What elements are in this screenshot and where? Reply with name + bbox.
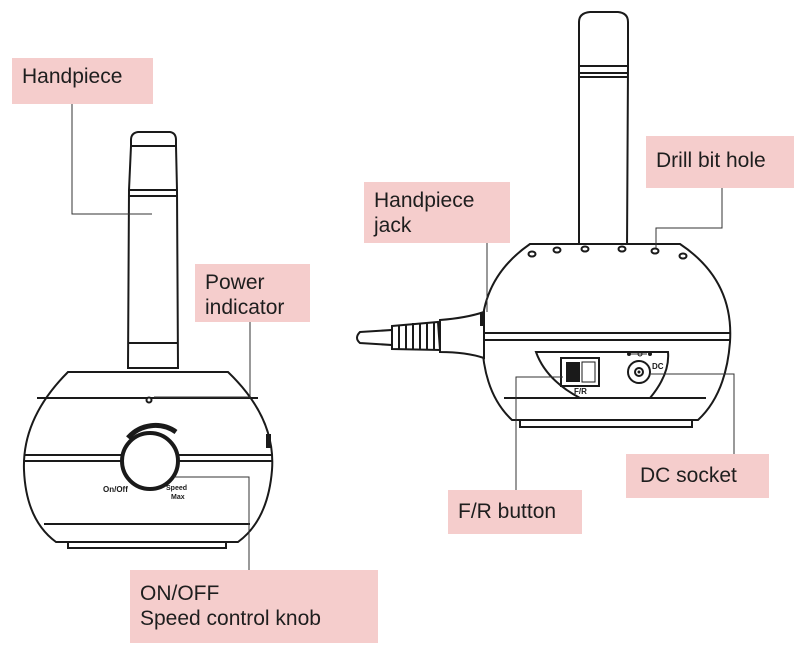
fr-marking: F/R [574,387,587,396]
front-view-device: On/Off Speed Max [22,131,274,549]
dc-marking: DC [652,362,664,371]
speed-control-knob[interactable] [120,423,180,491]
drill-bit-holes [527,245,688,260]
label-fr-button: F/R button [448,490,582,534]
label-power-indicator: Power indicator [195,264,310,322]
power-indicator-led [145,396,153,404]
label-drill-bit-hole: Drill bit hole [646,136,794,188]
front-handpiece-drawing [126,131,180,369]
speed-marking: Speed [166,485,187,492]
rear-view-device: F/R DC [356,11,732,428]
label-dc-socket: DC socket [626,454,769,498]
left-leader-lines [71,104,251,570]
rear-handpiece-drawing [578,11,630,251]
label-handpiece: Handpiece [12,58,153,104]
handpiece-cable [356,310,485,360]
max-marking: Max [171,494,185,501]
rear-body-drawing: F/R DC [480,243,732,428]
on-off-marking: On/Off [103,485,128,494]
right-leader-lines [486,188,735,490]
dc-socket-jack[interactable] [627,351,652,384]
label-on-off-speed-knob: ON/OFF Speed control knob [130,570,378,643]
fr-switch[interactable] [560,357,600,387]
label-handpiece-jack: Handpiece jack [364,182,510,243]
